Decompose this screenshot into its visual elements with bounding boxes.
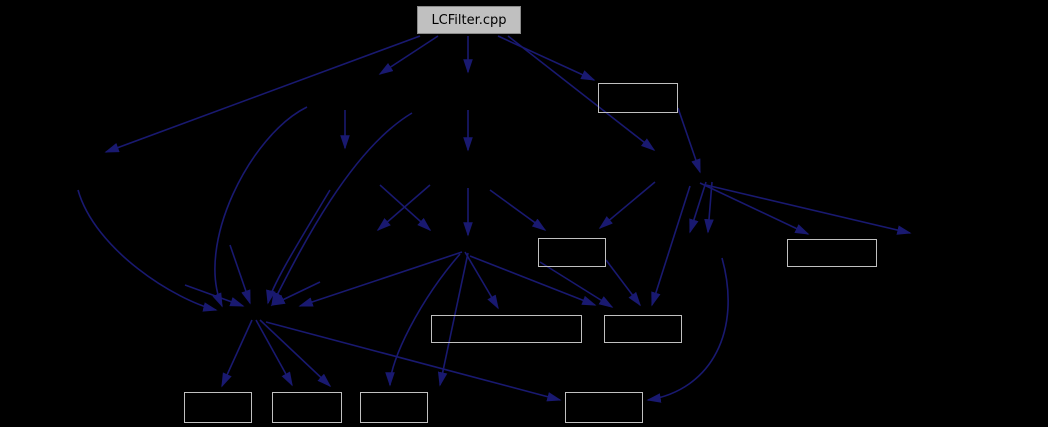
edge-group-cluster-in (184, 244, 321, 307)
edge-group-cluster-out (221, 319, 562, 402)
node-bottom-2[interactable] (272, 392, 342, 423)
edge-group-center-fan (298, 251, 641, 387)
edge-group-mid-fan (266, 181, 656, 305)
node-lower-wide[interactable] (431, 315, 582, 343)
edge-group-root (104, 35, 656, 153)
node-top-right[interactable] (598, 83, 678, 113)
node-mid-center[interactable] (538, 238, 606, 267)
node-lcfilter-cpp[interactable]: LCFilter.cpp (417, 6, 521, 34)
node-bottom-4[interactable] (565, 392, 643, 423)
node-lower-right[interactable] (604, 315, 682, 343)
node-bottom-1[interactable] (184, 392, 252, 423)
edge-group-upper (77, 106, 473, 312)
node-mid-right[interactable] (787, 239, 877, 267)
edge-group-right-fan (651, 107, 912, 307)
node-bottom-3[interactable] (360, 392, 428, 423)
node-lcfilter-cpp-label: LCFilter.cpp (431, 12, 507, 28)
edge-group-bottom-curve (646, 257, 729, 403)
